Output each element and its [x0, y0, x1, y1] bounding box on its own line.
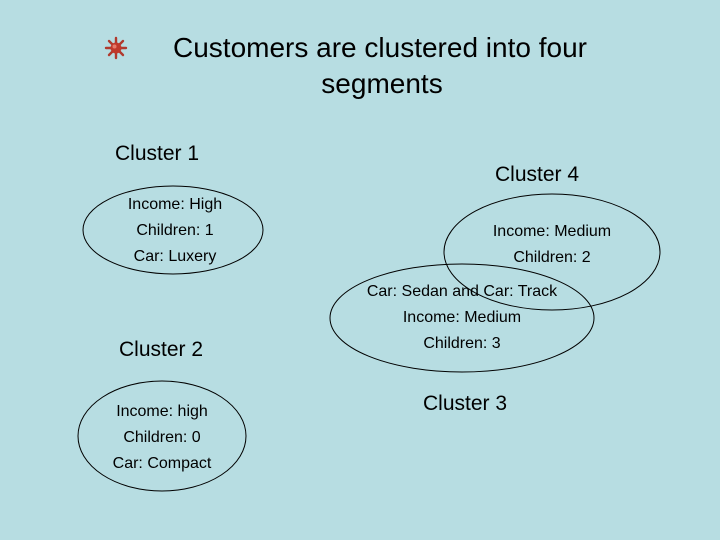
cluster-4-heading: Cluster 4 [495, 163, 580, 186]
cluster-2-income: Income: high [116, 403, 208, 420]
bullet-burst-icon [104, 36, 128, 60]
page-title: Customers are clustered into four segmen… [140, 30, 620, 102]
cluster-2-info: Income: high Children: 0 Car: Compact [82, 399, 242, 477]
cluster-1-info: Income: High Children: 1 Car: Luxery [93, 192, 257, 270]
cluster-3-income: Income: Medium [402, 309, 522, 326]
cluster-3-info: Car: Sedan and Car: Track Income: Medium… [342, 279, 582, 357]
cluster-4-children: Children: 2 [513, 249, 591, 266]
cluster-1-children: Children: 1 [136, 222, 214, 239]
cluster-1-income: Income: High [127, 196, 223, 213]
title-line-1: Customers are clustered into four [173, 32, 587, 63]
cluster-1-heading: Cluster 1 [115, 142, 200, 165]
cluster-3-heading: Cluster 3 [423, 392, 508, 415]
cluster-2-car: Car: Compact [112, 455, 212, 472]
cluster-3-children: Children: 3 [423, 335, 501, 352]
cluster-4-income: Income: Medium [492, 223, 612, 240]
cluster-3-car: Car: Sedan and Car: Track [366, 283, 558, 300]
cluster-2-heading: Cluster 2 [119, 338, 204, 361]
title-line-2: segments [321, 68, 443, 99]
cluster-4-info: Income: Medium Children: 2 [472, 219, 632, 271]
cluster-2-children: Children: 0 [123, 429, 201, 446]
cluster-1-car: Car: Luxery [133, 248, 217, 265]
